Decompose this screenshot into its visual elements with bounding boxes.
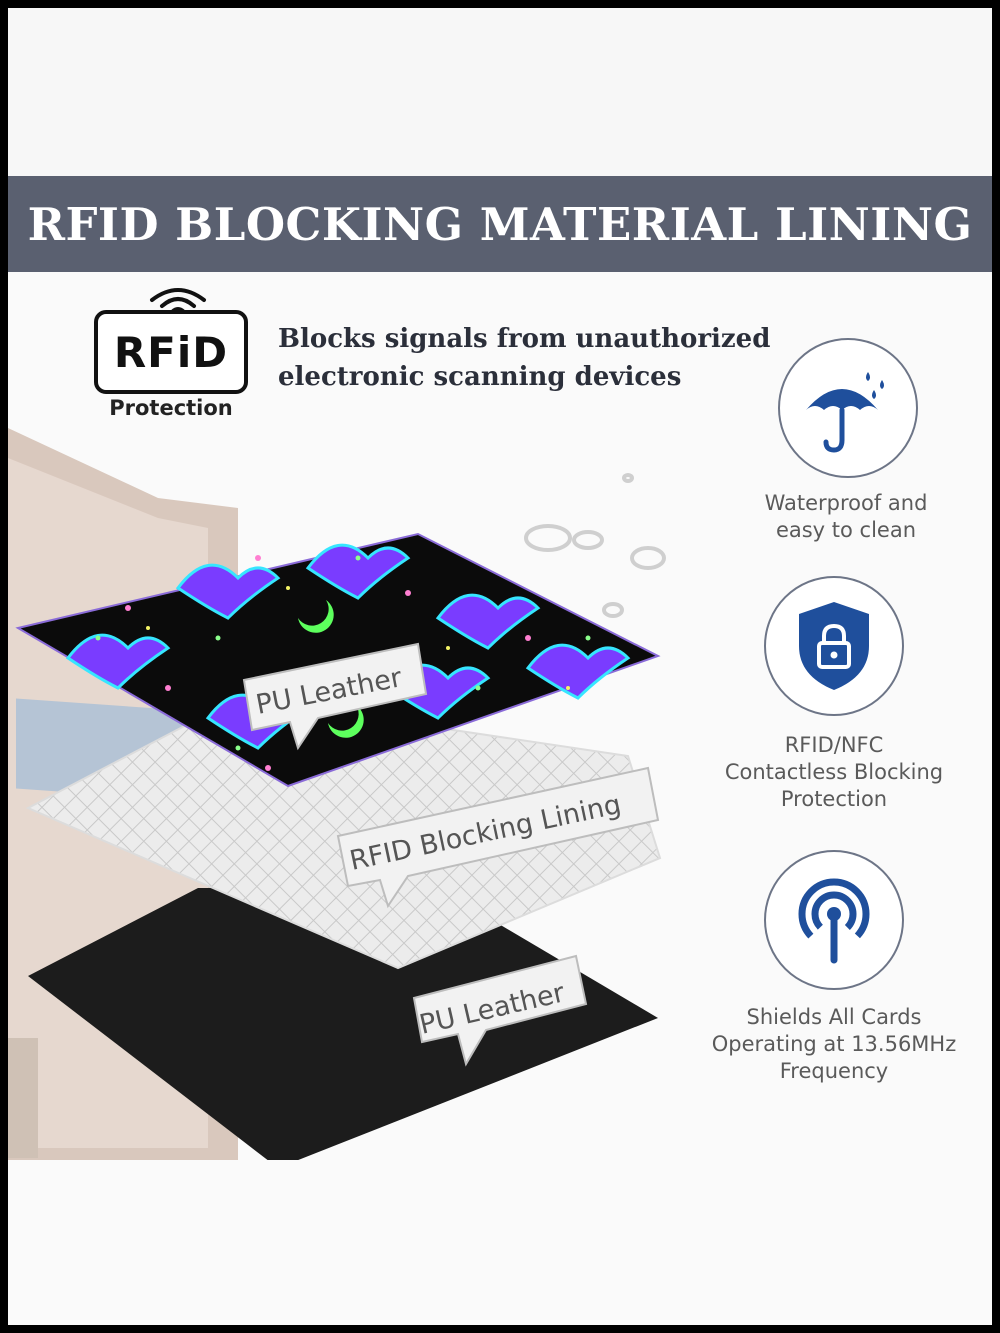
headline-line-2: electronic scanning devices: [278, 362, 682, 392]
signal-antenna-icon: [798, 878, 870, 964]
waterproof-feature-icon-circle: [778, 338, 918, 478]
feature-3-line-2: Operating at 13.56MHz: [711, 1032, 957, 1056]
bottom-pu-leather-layer: [28, 888, 658, 1168]
bottom-margin: [8, 1160, 992, 1325]
rfid-feature-icon-circle: [764, 576, 904, 716]
rfid-logo-text: RFiD: [113, 327, 229, 377]
umbrella-rain-icon: [806, 372, 884, 453]
water-droplets: [524, 473, 666, 618]
feature-2-line-2: Contactless Blocking: [724, 760, 944, 784]
frequency-feature-icon-circle: [764, 850, 904, 990]
shield-lock-icon: [799, 602, 869, 690]
banner-title: RFID BLOCKING MATERIAL LINING: [27, 197, 973, 251]
headline: Blocks signals from unauthorized electro…: [278, 320, 798, 396]
top-layer-callout: PU Leather: [242, 642, 428, 751]
feature-3-line-1: Shields All Cards: [746, 1005, 922, 1029]
layer-illustration: PU Leather RFID Blocking Lining PU Leath…: [8, 428, 666, 1168]
feature-1-line-2: easy to clean: [775, 518, 917, 542]
rfid-blocking-lining-layer: [25, 696, 662, 970]
waterproof-feature-text: Waterproof and easy to clean: [716, 490, 976, 544]
feature-2-line-3: Protection: [780, 787, 888, 811]
title-banner: RFID BLOCKING MATERIAL LINING: [8, 176, 992, 272]
feature-3-line-3: Frequency: [779, 1059, 889, 1083]
feature-1-line-1: Waterproof and: [764, 491, 928, 515]
rfid-feature-text: RFID/NFC Contactless Blocking Protection: [704, 732, 964, 813]
feature-2-line-1: RFID/NFC: [784, 733, 884, 757]
rfid-badge-subtitle: Protection: [109, 396, 233, 420]
rfid-logo-box: RFiD: [94, 310, 248, 394]
headline-line-1: Blocks signals from unauthorized: [278, 324, 771, 354]
top-margin: [8, 8, 992, 176]
product-image: RFID BLOCKING MATERIAL LINING RFiD Prote…: [8, 8, 992, 1325]
frequency-feature-text: Shields All Cards Operating at 13.56MHz …: [704, 1004, 964, 1085]
